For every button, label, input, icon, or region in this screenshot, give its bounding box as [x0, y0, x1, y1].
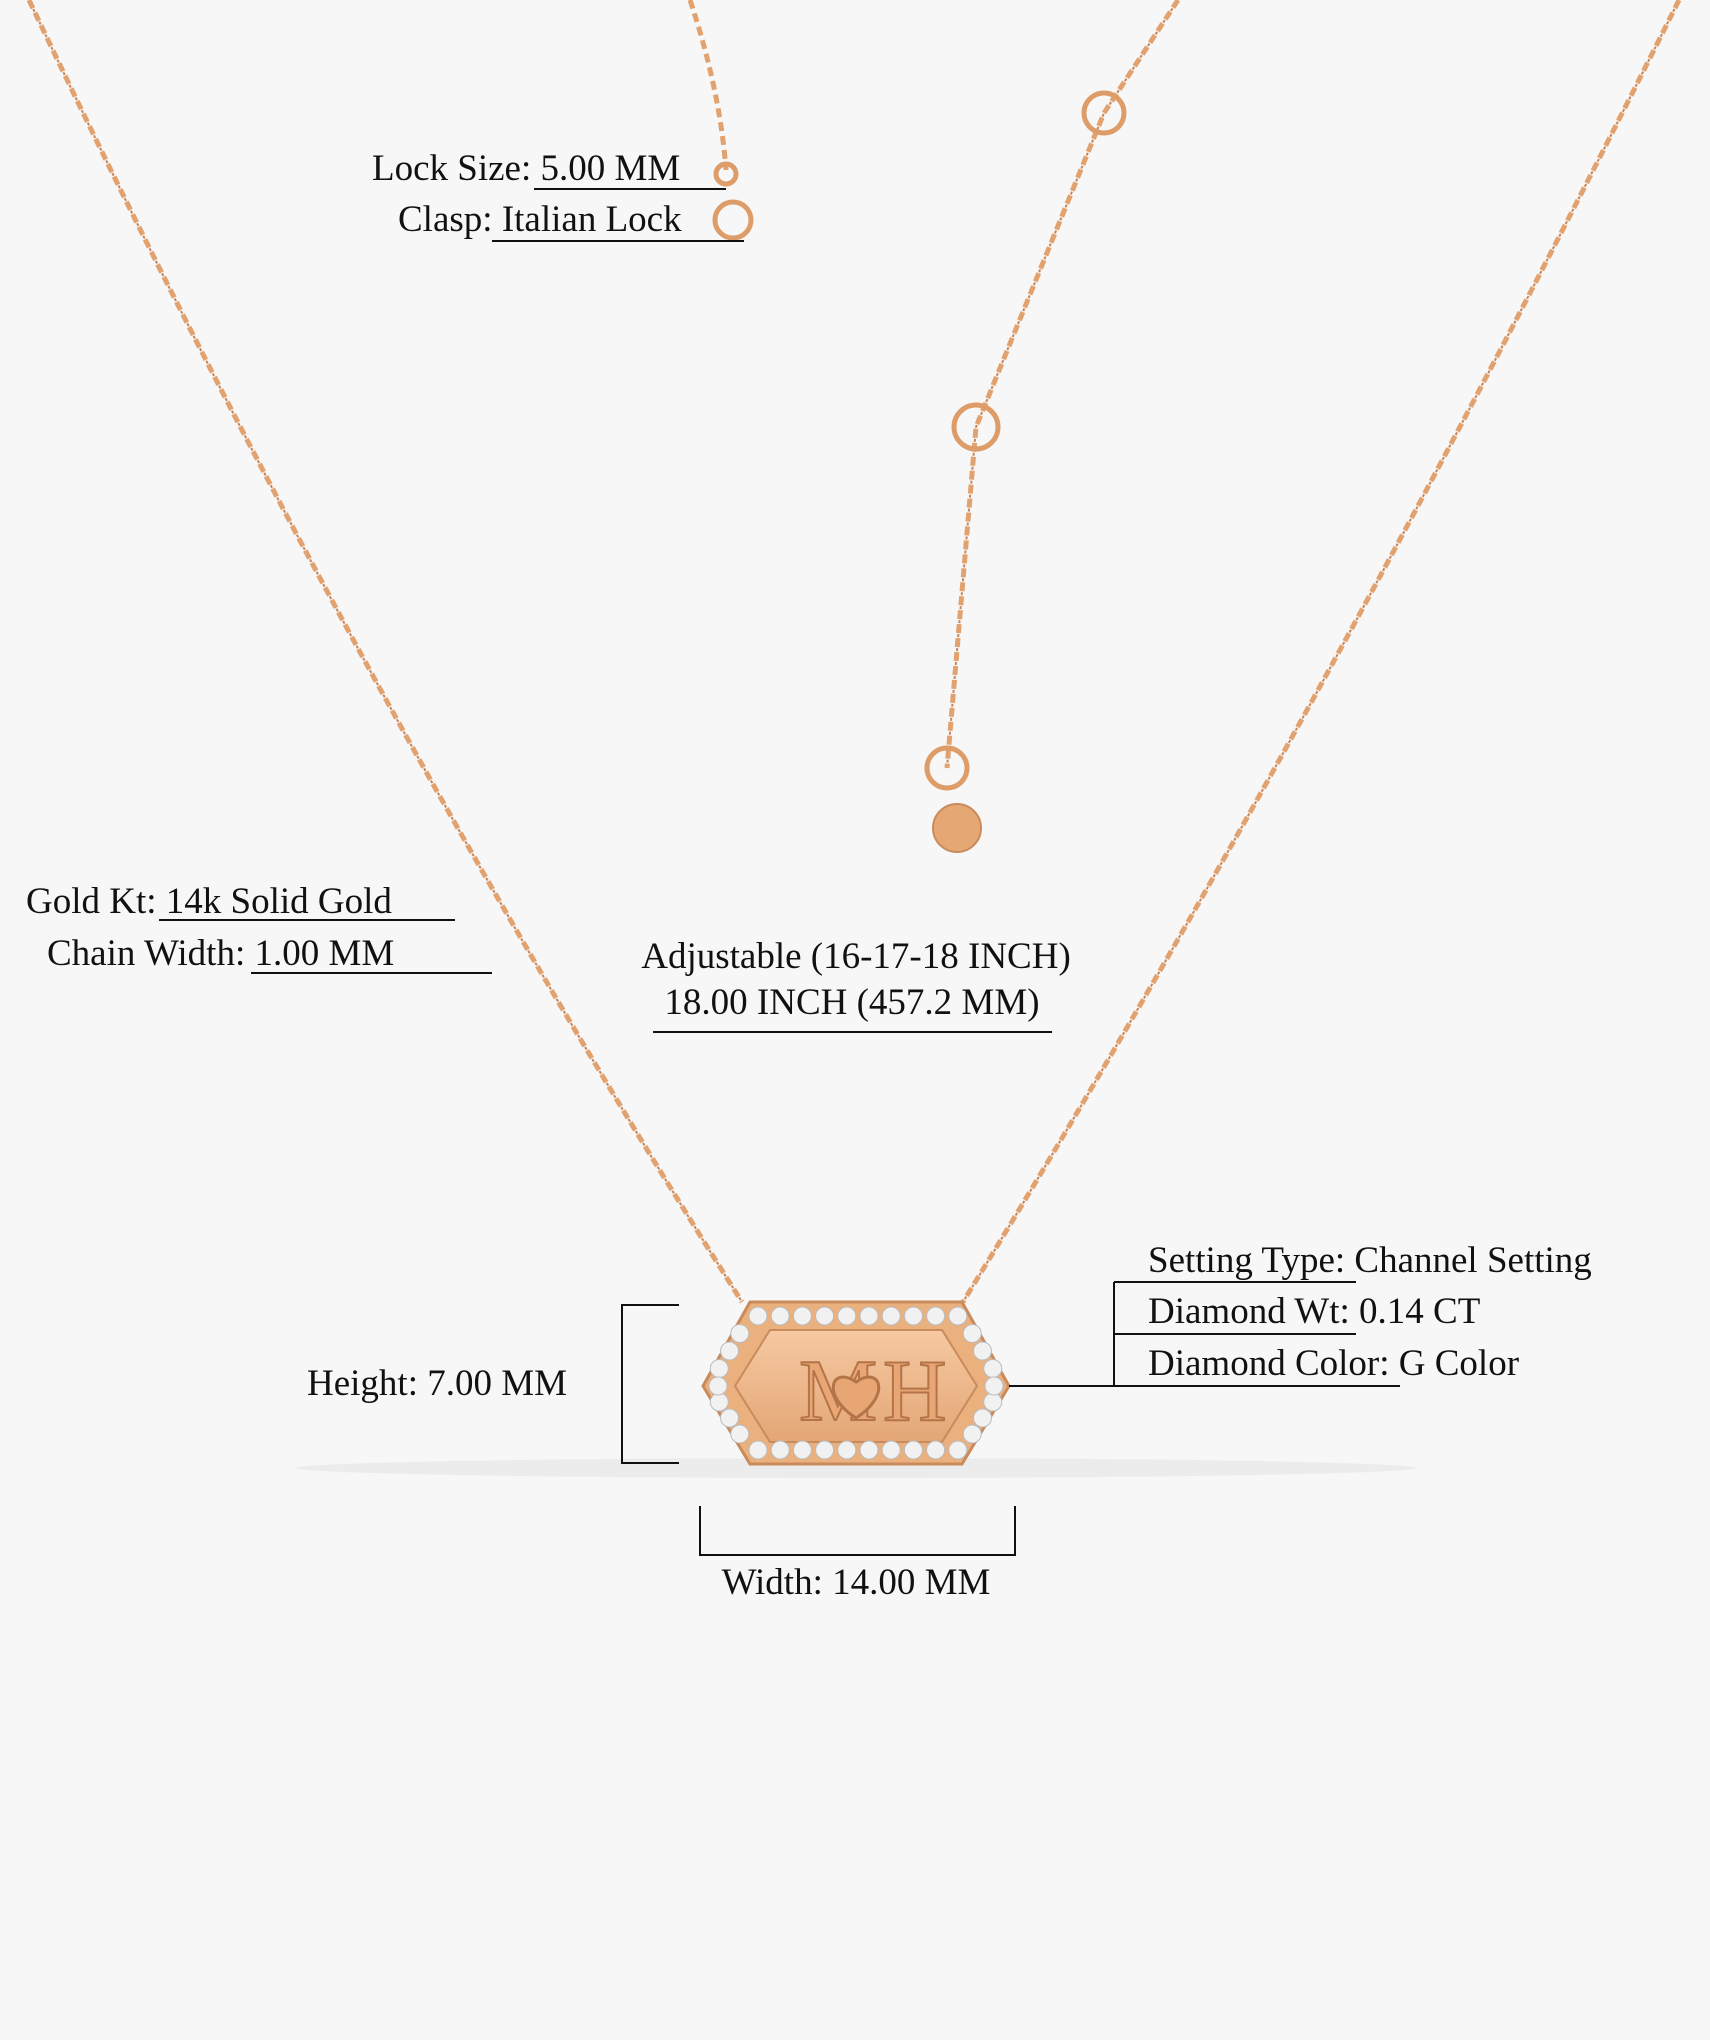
diamond-stone: [926, 1306, 946, 1326]
diamond-stone: [770, 1306, 790, 1326]
diamond-stone: [815, 1306, 835, 1326]
diamond-stone: [748, 1306, 768, 1326]
diamond-stone: [973, 1341, 992, 1361]
heart-icon: [831, 1375, 881, 1420]
diamond-wt-spec: Diamond Wt: 0.14 CT: [1148, 1291, 1480, 1332]
height-spec: Height: 7.00 MM: [307, 1363, 567, 1404]
lock-size-spec: Lock Size: 5.00 MM: [372, 148, 680, 189]
annotation-lines: [159, 188, 1400, 1556]
engraving-h: H: [883, 1343, 947, 1440]
diamond-stone: [926, 1440, 946, 1460]
diamond-stone: [770, 1440, 790, 1460]
diamond-stone: [708, 1376, 728, 1396]
diamond-stone: [983, 1359, 1003, 1378]
diamond-stone: [720, 1408, 739, 1428]
diamond-stone: [983, 1392, 1003, 1412]
diamond-stone: [973, 1408, 992, 1428]
gold-kt-spec: Gold Kt: 14k Solid Gold: [26, 881, 392, 922]
diamond-stone: [792, 1306, 812, 1326]
diamond-stone: [837, 1306, 857, 1326]
diamond-stone: [948, 1440, 968, 1460]
shadow: [296, 1458, 1416, 1478]
chain: [26, 0, 1682, 1304]
diamond-stone: [730, 1424, 750, 1444]
setting-type-spec: Setting Type: Channel Setting: [1148, 1240, 1592, 1281]
diamond-stone: [837, 1440, 857, 1460]
diamond-stone: [881, 1306, 901, 1326]
diamond-stone: [962, 1424, 982, 1444]
diamond-stone: [859, 1440, 879, 1460]
diamond-stone: [948, 1306, 968, 1326]
clasp-spec: Clasp: Italian Lock: [398, 199, 682, 240]
diamond-stone: [903, 1306, 923, 1326]
diamond-stone: [720, 1341, 739, 1361]
length-value: 18.00 INCH (457.2 MM): [664, 982, 1039, 1023]
diamond-stone: [859, 1306, 879, 1326]
width-spec: Width: 14.00 MM: [722, 1562, 991, 1603]
diamond-stone: [730, 1324, 750, 1343]
diamond-stone: [962, 1324, 982, 1343]
diamond-stone: [815, 1440, 835, 1460]
diamond-stone: [709, 1359, 729, 1378]
diamond-color-spec: Diamond Color: G Color: [1148, 1343, 1519, 1384]
pendant: M H: [701, 1300, 1011, 1466]
diamond-stone: [709, 1392, 729, 1412]
diamond-stone: [881, 1440, 901, 1460]
logo-tag: [932, 803, 982, 853]
height-bracket: [621, 1304, 679, 1464]
length-adjustable: Adjustable (16-17-18 INCH): [641, 936, 1071, 977]
diamond-stone: [903, 1440, 923, 1460]
clasp-rings: [712, 90, 1127, 853]
diamond-stone: [984, 1376, 1004, 1396]
diamond-stone: [748, 1440, 768, 1460]
diamond-stone: [792, 1440, 812, 1460]
chain-width-spec: Chain Width: 1.00 MM: [47, 933, 394, 974]
width-bracket: [699, 1506, 1016, 1556]
